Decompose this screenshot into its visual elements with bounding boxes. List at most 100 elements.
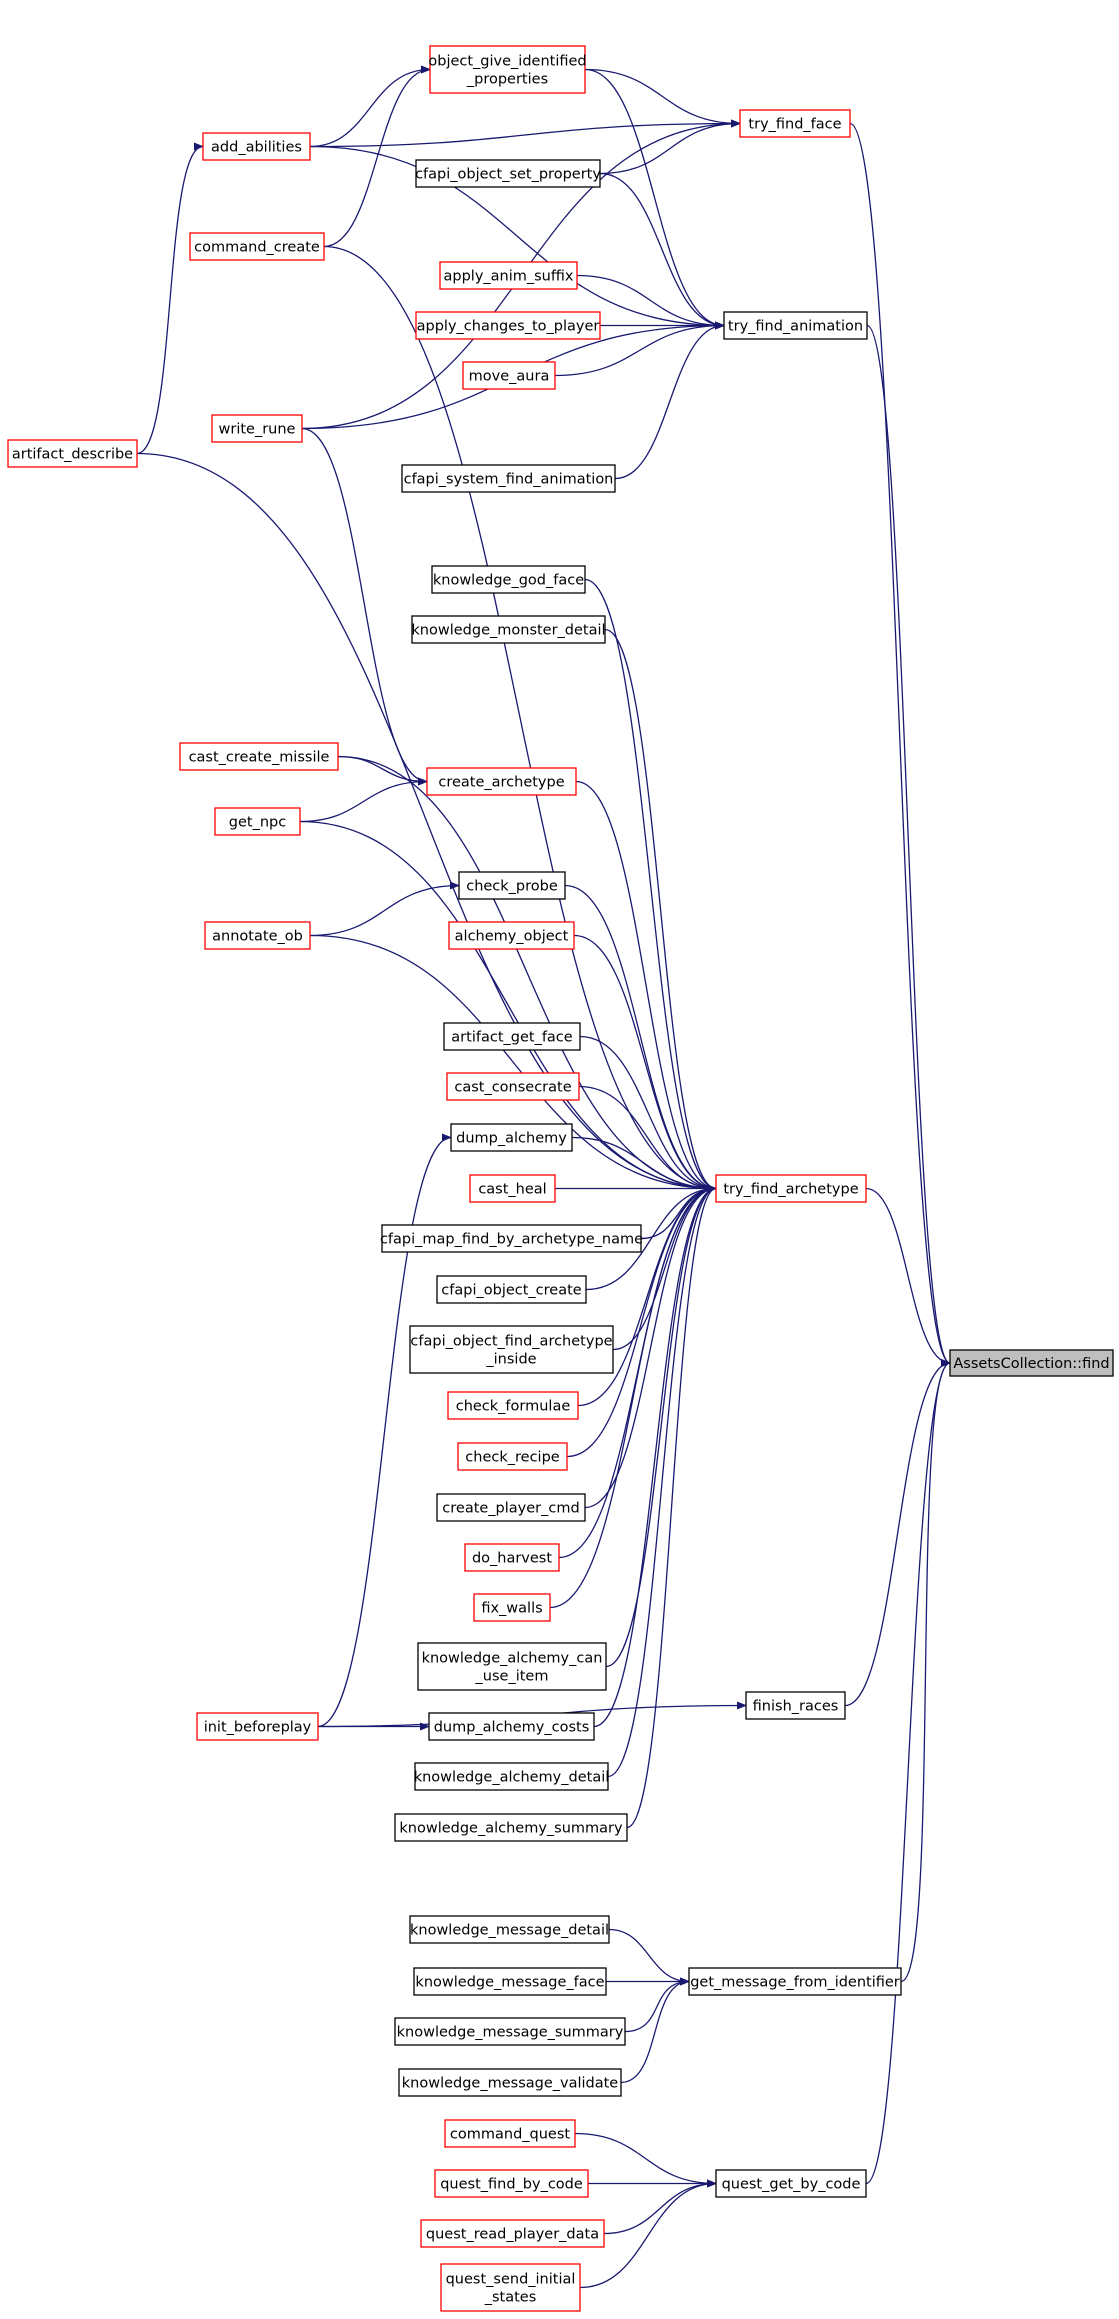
node-create-archetype[interactable]: create_archetype bbox=[426, 767, 577, 796]
node-object-give-identified-properties[interactable]: object_give_identified_properties bbox=[428, 45, 587, 94]
node-write-rune[interactable]: write_rune bbox=[211, 414, 303, 443]
node-artifact-get-face[interactable]: artifact_get_face bbox=[443, 1022, 581, 1051]
node-artifact-describe[interactable]: artifact_describe bbox=[7, 439, 138, 468]
call-edge-create-archetype-to-try-find-archetype bbox=[575, 780, 717, 1193]
node-add-abilities[interactable]: add_abilities bbox=[202, 132, 311, 161]
node-fix-walls[interactable]: fix_walls bbox=[473, 1593, 551, 1622]
call-edge-cfapi-system-find-animation-to-try-find-animation bbox=[614, 321, 725, 480]
node-cast-consecrate[interactable]: cast_consecrate bbox=[446, 1072, 580, 1101]
node-label: do_harvest bbox=[472, 1551, 552, 1567]
node-box bbox=[179, 742, 339, 771]
node-label: quest_read_player_data bbox=[426, 2227, 599, 2243]
node-label: dump_alchemy bbox=[456, 1131, 567, 1147]
node-box bbox=[436, 1275, 587, 1304]
node-box bbox=[458, 871, 566, 900]
node-layer: AssetsCollection::findtry_find_facetry_f… bbox=[7, 45, 1114, 2312]
node-knowledge-message-summary[interactable]: knowledge_message_summary bbox=[394, 2017, 626, 2046]
node-box bbox=[457, 1442, 568, 1471]
call-edge-knowledge-alchemy-can-use-item-to-try-find-archetype bbox=[605, 1184, 717, 1668]
node-command-create[interactable]: command_create bbox=[189, 232, 325, 261]
node-knowledge-monster-detail[interactable]: knowledge_monster_detail bbox=[411, 615, 606, 644]
node-get-message-from-identifier[interactable]: get_message_from_identifier bbox=[688, 1967, 902, 1996]
node-label: try_find_archetype bbox=[723, 1182, 858, 1198]
node-label: annotate_ob bbox=[212, 929, 303, 945]
node-get-npc[interactable]: get_npc bbox=[214, 807, 301, 836]
call-edge-knowledge-alchemy-summary-to-try-find-archetype bbox=[626, 1184, 717, 1829]
node-box bbox=[420, 2219, 605, 2248]
call-edge-cfapi-object-set-property-to-try-find-animation bbox=[599, 172, 725, 330]
node-dump-alchemy[interactable]: dump_alchemy bbox=[450, 1123, 573, 1152]
edge-layer bbox=[136, 65, 951, 2289]
call-edge-fix-walls-to-try-find-archetype bbox=[549, 1184, 717, 1609]
node-box bbox=[745, 1691, 846, 1720]
node-alchemy-object[interactable]: alchemy_object bbox=[448, 921, 575, 950]
node-label: apply_anim_suffix bbox=[444, 269, 574, 285]
node-create-player-cmd[interactable]: create_player_cmd bbox=[436, 1493, 586, 1522]
node-box bbox=[443, 1022, 581, 1051]
node-label: _use_item bbox=[475, 1669, 549, 1685]
node-cast-heal[interactable]: cast_heal bbox=[469, 1174, 556, 1203]
node-label: check_probe bbox=[466, 879, 558, 895]
node-move-aura[interactable]: move_aura bbox=[462, 361, 556, 390]
call-edge-cast-create-missile-to-create-archetype bbox=[337, 755, 428, 786]
node-cfapi-map-find-by-archetype-name[interactable]: cfapi_map_find_by_archetype_name bbox=[380, 1224, 643, 1253]
node-quest-get-by-code[interactable]: quest_get_by_code bbox=[715, 2169, 867, 2198]
node-box bbox=[446, 1072, 580, 1101]
node-label: cast_consecrate bbox=[454, 1080, 571, 1096]
node-try-find-animation[interactable]: try_find_animation bbox=[723, 311, 868, 340]
node-quest-send-initial-states[interactable]: quest_send_initial_states bbox=[440, 2263, 581, 2312]
call-edge-knowledge-message-summary-to-get-message-from-identifier bbox=[624, 1977, 690, 2033]
node-knowledge-alchemy-can-use-item[interactable]: knowledge_alchemy_can_use_item bbox=[417, 1642, 607, 1691]
node-quest-read-player-data[interactable]: quest_read_player_data bbox=[420, 2219, 605, 2248]
node-check-probe[interactable]: check_probe bbox=[458, 871, 566, 900]
call-edge-knowledge-message-validate-to-get-message-from-identifier bbox=[620, 1977, 690, 2084]
node-cfapi-object-find-archetype-inside[interactable]: cfapi_object_find_archetype_inside bbox=[409, 1325, 614, 1374]
node-label: get_message_from_identifier bbox=[690, 1975, 900, 1991]
node-box bbox=[949, 1349, 1114, 1377]
node-quest-find-by-code[interactable]: quest_find_by_code bbox=[434, 2169, 589, 2198]
call-edge-knowledge-message-detail-to-get-message-from-identifier bbox=[608, 1928, 690, 1986]
call-edge-apply-anim-suffix-to-try-find-animation bbox=[576, 274, 725, 330]
node-command-quest[interactable]: command_quest bbox=[444, 2119, 576, 2148]
node-knowledge-alchemy-detail[interactable]: knowledge_alchemy_detail bbox=[414, 1762, 610, 1791]
node-check-recipe[interactable]: check_recipe bbox=[457, 1442, 568, 1471]
node-apply-changes-to-player[interactable]: apply_changes_to_player bbox=[415, 311, 601, 340]
node-dump-alchemy-costs[interactable]: dump_alchemy_costs bbox=[428, 1712, 595, 1741]
node-knowledge-message-face[interactable]: knowledge_message_face bbox=[413, 1967, 607, 1996]
call-edge-command-create-to-object-give-identified-properties bbox=[323, 65, 431, 248]
node-box bbox=[189, 232, 325, 261]
node-annotate-ob[interactable]: annotate_ob bbox=[204, 921, 311, 950]
node-box bbox=[448, 921, 575, 950]
node-box bbox=[434, 2169, 589, 2198]
node-label: knowledge_alchemy_detail bbox=[414, 1770, 610, 1786]
node-check-formulae[interactable]: check_formulae bbox=[447, 1391, 579, 1420]
node-label: cfapi_map_find_by_archetype_name bbox=[380, 1232, 643, 1248]
node-box bbox=[440, 2263, 581, 2312]
node-cfapi-system-find-animation[interactable]: cfapi_system_find_animation bbox=[401, 464, 616, 493]
node-box bbox=[413, 1967, 607, 1996]
call-edge-quest-get-by-code-to-assets-find bbox=[865, 1359, 951, 2185]
node-knowledge-alchemy-summary[interactable]: knowledge_alchemy_summary bbox=[394, 1813, 628, 1842]
node-try-find-archetype[interactable]: try_find_archetype bbox=[715, 1174, 867, 1203]
node-try-find-face[interactable]: try_find_face bbox=[739, 109, 851, 138]
node-finish-races[interactable]: finish_races bbox=[745, 1691, 846, 1720]
node-box bbox=[715, 2169, 867, 2198]
node-box bbox=[204, 921, 311, 950]
node-box bbox=[439, 261, 578, 290]
call-edge-get-message-from-identifier-to-assets-find bbox=[900, 1359, 951, 1983]
node-cfapi-object-create[interactable]: cfapi_object_create bbox=[436, 1275, 587, 1304]
node-knowledge-message-validate[interactable]: knowledge_message_validate bbox=[398, 2068, 622, 2097]
node-apply-anim-suffix[interactable]: apply_anim_suffix bbox=[439, 261, 578, 290]
node-cast-create-missile[interactable]: cast_create_missile bbox=[179, 742, 339, 771]
node-init-beforeplay[interactable]: init_beforeplay bbox=[196, 1712, 319, 1741]
call-edge-add-abilities-to-try-find-face bbox=[309, 119, 741, 148]
node-box bbox=[436, 1493, 586, 1522]
node-box bbox=[7, 439, 138, 468]
node-knowledge-message-detail[interactable]: knowledge_message_detail bbox=[409, 1915, 610, 1944]
node-knowledge-god-face[interactable]: knowledge_god_face bbox=[431, 565, 586, 594]
node-label: try_find_animation bbox=[728, 319, 863, 335]
call-edge-try-find-animation-to-assets-find bbox=[866, 324, 951, 1367]
node-do-harvest[interactable]: do_harvest bbox=[464, 1543, 560, 1572]
node-label: knowledge_message_summary bbox=[397, 2025, 624, 2041]
node-cfapi-object-set-property[interactable]: cfapi_object_set_property bbox=[415, 159, 601, 188]
